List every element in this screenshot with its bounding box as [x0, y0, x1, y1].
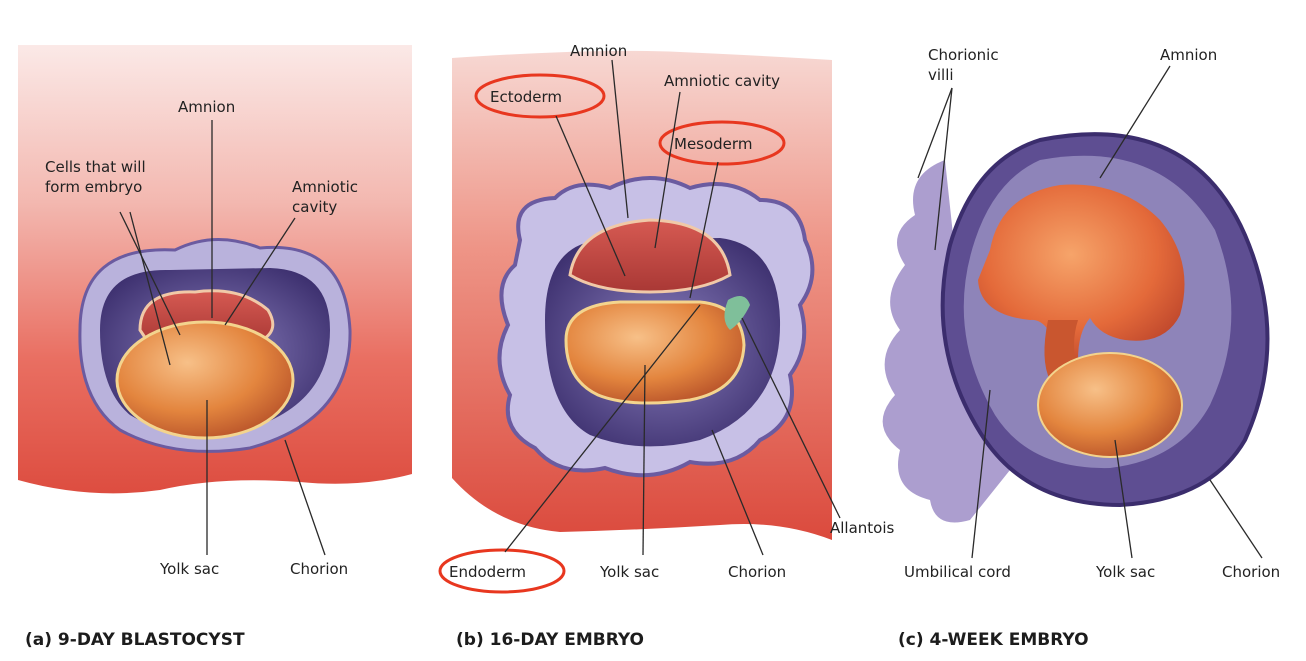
panel-b-label-amniotic-cavity: Amniotic cavity — [664, 72, 780, 90]
panel-a-label-yolk-sac: Yolk sac — [159, 560, 219, 578]
panel-a-label-cells-line2: form embryo — [45, 178, 142, 196]
panel-b-yolk-sac — [566, 302, 744, 403]
panel-c-label-chorionic-line1: Chorionic — [928, 46, 999, 64]
panel-c-art: Chorionic villi Amnion Umbilical cord Yo… — [883, 46, 1281, 650]
panel-a-art: Amnion Cells that will form embryo Amnio… — [18, 45, 412, 650]
panel-b-label-mesoderm: Mesoderm — [674, 135, 752, 153]
panel-a-yolk-sac — [117, 322, 293, 438]
panel-c-label-umbilical-cord: Umbilical cord — [904, 563, 1011, 581]
panel-c-label-chorion: Chorion — [1222, 563, 1280, 581]
panel-b-label-yolk-sac: Yolk sac — [599, 563, 659, 581]
panel-c-label-chorionic-line2: villi — [928, 66, 954, 84]
panel-c-label-amnion: Amnion — [1160, 46, 1217, 64]
panel-b-caption: (b) 16-DAY EMBRYO — [456, 630, 644, 650]
panel-a-label-cells-line1: Cells that will — [45, 158, 146, 176]
panel-b-label-allantois: Allantois — [830, 519, 895, 537]
panel-a-caption: (a) 9-DAY BLASTOCYST — [25, 630, 245, 650]
panel-c-yolk-sac — [1038, 353, 1182, 457]
panel-c-caption: (c) 4-WEEK EMBRYO — [898, 630, 1089, 650]
panel-a-label-amniotic-line1: Amniotic — [292, 178, 358, 196]
panel-a-label-amniotic-line2: cavity — [292, 198, 337, 216]
panel-b-label-endoderm: Endoderm — [449, 563, 526, 581]
panel-a-label-amnion: Amnion — [178, 98, 235, 116]
panel-b-label-chorion: Chorion — [728, 563, 786, 581]
panel-c-label-yolk-sac: Yolk sac — [1095, 563, 1155, 581]
panel-b-label-amnion: Amnion — [570, 42, 627, 60]
panel-a-label-chorion: Chorion — [290, 560, 348, 578]
panel-b-art: Amnion Ectoderm Amniotic cavity Mesoderm… — [440, 42, 895, 650]
panel-b-label-ectoderm: Ectoderm — [490, 88, 562, 106]
